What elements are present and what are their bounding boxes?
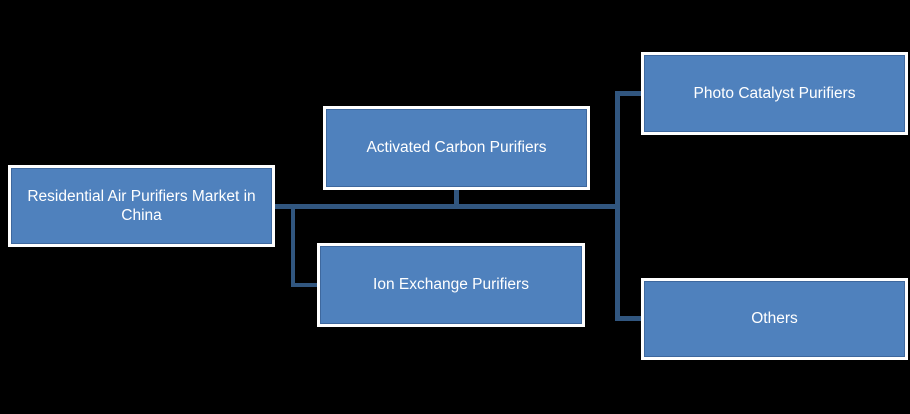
connector-ion-exchange-vertical [291, 204, 295, 287]
connector-root-trunk [275, 204, 620, 209]
connector-others-stub [615, 316, 641, 321]
connector-photo-catalyst-stub [615, 91, 641, 96]
connector-activated-carbon-stub [454, 189, 459, 206]
connector-right-branch-vertical [615, 91, 620, 321]
node-activated-carbon-purifiers: Activated Carbon Purifiers [323, 106, 590, 190]
node-residential-air-purifiers-market-in-china: Residential Air Purifiers Market in Chin… [8, 165, 275, 247]
connector-ion-exchange-horizontal [291, 283, 318, 287]
node-ion-exchange-purifiers: Ion Exchange Purifiers [317, 243, 585, 327]
node-photo-catalyst-purifiers: Photo Catalyst Purifiers [641, 52, 908, 135]
node-others: Others [641, 278, 908, 360]
